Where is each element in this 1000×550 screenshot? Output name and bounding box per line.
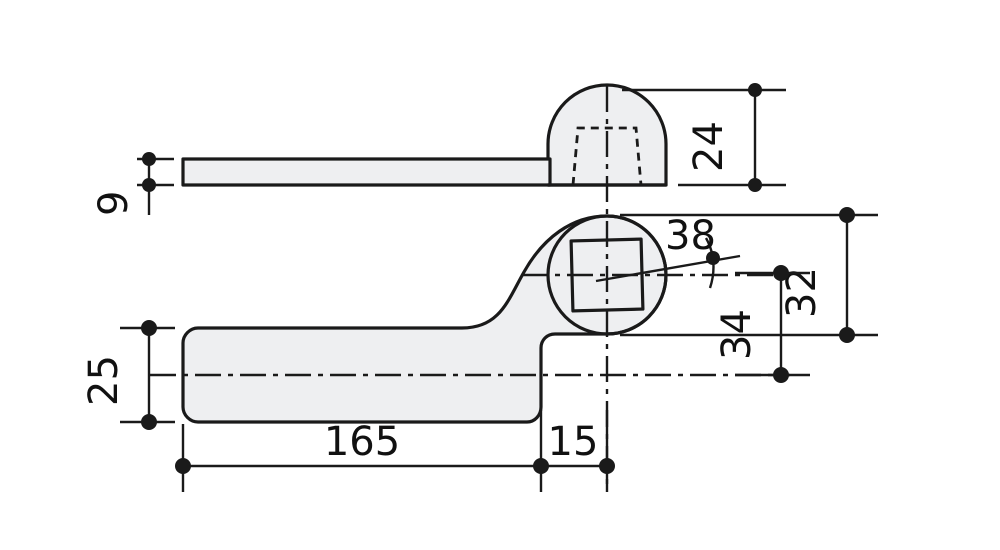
- dim34-label: 34: [714, 309, 760, 360]
- dim25-dot-top: [141, 320, 157, 336]
- dimension-25: 25: [81, 320, 175, 430]
- dimension-34: 34: [714, 265, 810, 383]
- elevation-hidden-feature: [571, 126, 643, 186]
- dim165-label: 165: [324, 419, 400, 465]
- dim25-label: 25: [81, 355, 127, 406]
- dimension-38: 38: [595, 213, 741, 289]
- dim165-dot-left: [175, 458, 191, 474]
- dim24-label: 24: [686, 121, 732, 172]
- dim34-dot-bottom: [773, 367, 789, 383]
- dim38-dot: [706, 251, 720, 265]
- dim24-dot-bottom: [748, 178, 762, 192]
- dim32-dot-top: [839, 207, 855, 223]
- dim34-dot-top: [773, 265, 789, 281]
- dim15-dot-right: [599, 458, 615, 474]
- dim9-dot-bottom: [142, 178, 156, 192]
- dim165-dot-right: [533, 458, 549, 474]
- dim25-dot-bottom: [141, 414, 157, 430]
- dimension-9: 9: [91, 152, 174, 216]
- dim9-label: 9: [91, 191, 137, 216]
- dimension-24: 24: [622, 83, 786, 192]
- dim38-label: 38: [665, 213, 716, 259]
- dimension-165-15: 165 15: [175, 410, 615, 492]
- dim9-dot-top: [142, 152, 156, 166]
- dim24-dot-top: [748, 83, 762, 97]
- dim32-dot-bottom: [839, 327, 855, 343]
- elevation-flat-bar: [181, 157, 552, 187]
- dim15-label: 15: [548, 419, 599, 465]
